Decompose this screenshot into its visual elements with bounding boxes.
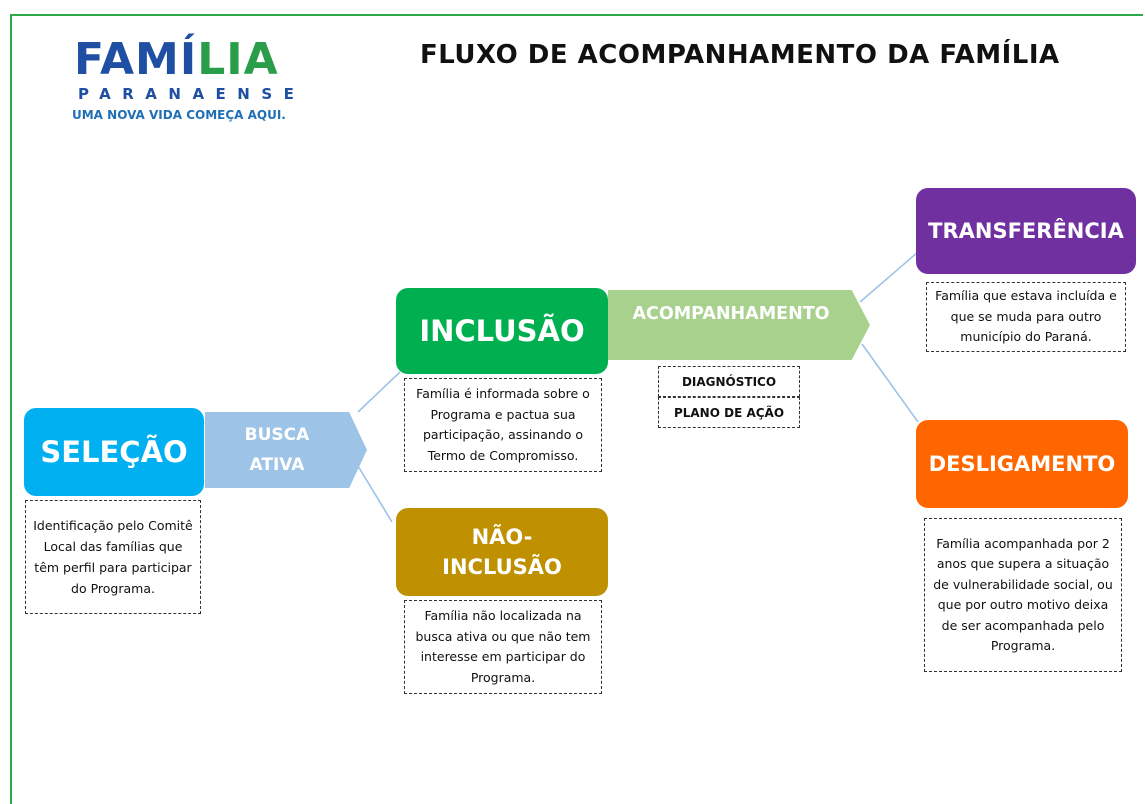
arrow-busca-ativa-label: BUSCA ATIVA [244, 425, 310, 475]
step-diagnostico: DIAGNÓSTICO [658, 366, 800, 397]
note-desligamento: Família acompanhada por 2 anos que super… [924, 518, 1122, 672]
connector-acomp-desligamento [861, 343, 919, 423]
note-inclusao-text: Família é informada sobre o Programa e p… [416, 386, 590, 463]
node-selecao: SELEÇÃO [24, 408, 204, 496]
node-inclusao-label: INCLUSÃO [419, 313, 585, 348]
note-selecao-text: Identificação pelo Comitê Local das famí… [33, 518, 193, 596]
logo-subtitle: PARANAENSE [78, 85, 306, 103]
page-frame [10, 14, 1143, 804]
step-plano-de-acao-label: PLANO DE AÇÃO [673, 405, 785, 420]
node-nao-inclusao-label: NÃO-INCLUSÃO [442, 525, 562, 579]
note-selecao: Identificação pelo Comitê Local das famí… [25, 500, 201, 614]
note-nao-inclusao-text: Família não localizada na busca ativa ou… [415, 608, 591, 685]
arrow-acompanhamento: ACOMPANHAMENTO [608, 290, 870, 360]
arrow-acompanhamento-label: ACOMPANHAMENTO [632, 304, 830, 324]
node-selecao-label: SELEÇÃO [40, 434, 188, 469]
logo-tagline: UMA NOVA VIDA COMEÇA AQUI. [72, 108, 286, 122]
note-nao-inclusao: Família não localizada na busca ativa ou… [404, 600, 602, 694]
step-plano-de-acao: PLANO DE AÇÃO [658, 397, 800, 428]
logo-wordmark-part2: LIA [197, 34, 279, 85]
node-desligamento: DESLIGAMENTO [916, 420, 1128, 508]
node-transferencia-label: TRANSFERÊNCIA [928, 218, 1124, 243]
note-desligamento-text: Família acompanhada por 2 anos que super… [933, 535, 1113, 654]
familia-paranaense-logo: FAMÍLIA PARANAENSE UMA NOVA VIDA COMEÇA … [70, 28, 300, 128]
node-nao-inclusao: NÃO-INCLUSÃO [396, 508, 608, 596]
arrow-busca-ativa: BUSCA ATIVA [205, 412, 367, 488]
connector-busca-inclusao [357, 371, 401, 413]
node-inclusao: INCLUSÃO [396, 288, 608, 374]
node-transferencia: TRANSFERÊNCIA [916, 188, 1136, 274]
connector-acomp-transferencia [859, 251, 919, 303]
step-diagnostico-label: DIAGNÓSTICO [681, 374, 777, 389]
note-transferencia-text: Família que estava incluída e que se mud… [935, 288, 1117, 345]
connector-busca-naoinclusao [357, 465, 393, 523]
note-inclusao: Família é informada sobre o Programa e p… [404, 378, 602, 472]
node-desligamento-label: DESLIGAMENTO [928, 451, 1116, 476]
note-transferencia: Família que estava incluída e que se mud… [926, 282, 1126, 352]
logo-wordmark: FAMÍLIA [74, 38, 279, 82]
page-title: FLUXO DE ACOMPANHAMENTO DA FAMÍLIA [420, 40, 1060, 70]
logo-wordmark-part1: FAMÍ [74, 34, 198, 85]
